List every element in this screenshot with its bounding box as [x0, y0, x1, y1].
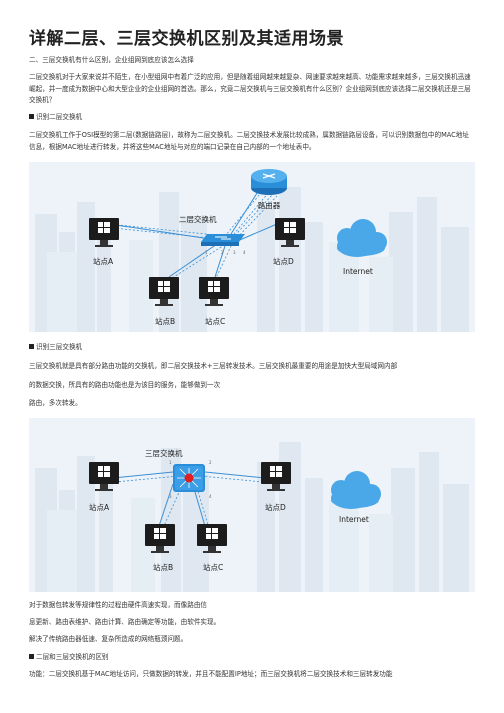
heading-l2-text: 识别二层交换机 [36, 113, 83, 121]
monitor-icon-site-a [89, 462, 119, 491]
port-label: 3 [169, 494, 172, 499]
site-c-label: 站点C [205, 316, 225, 326]
monitor-icon-site-c [197, 524, 227, 553]
port-label: 2 [209, 460, 212, 465]
network-links [112, 471, 266, 527]
cloud-icon [331, 471, 381, 509]
intro-paragraph: 二层交换机对于大家来说并不陌生，在小型组网中有着广泛的应用，但是随着组网越来越复… [29, 73, 471, 105]
diff-paragraph-line-1: 功能：二层交换机基于MAC地址访问，只做数据的转发，并且不能配置IP地址；而三层… [29, 670, 393, 678]
monitor-icon-site-d [261, 462, 291, 491]
internet-label: Internet [339, 515, 369, 524]
page-title: 详解二层、三层交换机区别及其适用场景 [29, 29, 344, 49]
switch-label: 二层交换机 [179, 214, 217, 224]
after-paragraph-line-1: 对于数据包转发等规律性的过程由硬件高速实现，而像路由信 [29, 601, 208, 609]
site-c-label: 站点C [203, 562, 223, 572]
port-label: 4 [243, 250, 246, 255]
l3-paragraph-line-2: 的数据交换，所具有的路由功能也是为该目的服务，能够做到一次 [29, 381, 221, 389]
port-label: 4 [209, 494, 212, 499]
cloud-icon [337, 219, 387, 257]
site-d-label: 站点D [265, 502, 286, 512]
heading-diff-text: 二层和三层交换机的区别 [36, 653, 109, 661]
port-label: 2 [221, 250, 224, 255]
router-icon [251, 169, 287, 195]
bullet-square-icon [29, 114, 34, 119]
monitor-icon-site-b [145, 524, 175, 553]
after-paragraph-line-2: 息更新、路由表维护、路由计算、路由确定等功能，由软件实现。 [29, 618, 221, 626]
site-a-label: 站点A [93, 256, 114, 266]
heading-l2: 识别二层交换机 [29, 112, 474, 124]
heading-l3-text: 识别三层交换机 [36, 343, 83, 351]
after-paragraph-line-3: 解决了传统路由器低速、复杂所造成的网络瓶颈问题。 [29, 635, 188, 643]
article-subtitle: 二、三层交换机有什么区别，企业组网到底应该怎么选择 [29, 56, 194, 64]
port-label: 3 [233, 250, 236, 255]
site-b-label: 站点B [153, 562, 173, 572]
l3-paragraph-line-3: 路由，多次转发。 [29, 399, 82, 407]
site-a-label: 站点A [89, 502, 110, 512]
switch-label: 三层交换机 [145, 448, 183, 458]
l2-paragraph: 二层交换机工作于OSI模型的第二层(数据链路层)，故称为二层交换机。二层交换技术… [29, 131, 469, 151]
l3-switch-icon [173, 464, 205, 492]
monitor-icon-site-b [149, 277, 179, 306]
figure-l2-switch: 路由器 二层交换机 1 2 3 4 站点A [29, 162, 475, 332]
heading-diff: 二层和三层交换机的区别 [29, 652, 474, 664]
site-b-label: 站点B [155, 316, 175, 326]
l3-paragraph-line-1: 三层交换机就是具有部分路由功能的交换机，即二层交换技术+三层转发技术。三层交换机… [29, 362, 398, 370]
site-d-label: 站点D [273, 256, 294, 266]
core-dot-icon [184, 473, 194, 483]
bullet-square-icon [29, 654, 34, 659]
monitor-icon-site-a [89, 218, 119, 247]
bullet-square-icon [29, 344, 34, 349]
port-label: 1 [205, 250, 208, 255]
monitor-icon-site-c [199, 277, 229, 306]
port-label: 1 [169, 460, 172, 465]
router-label: 路由器 [258, 200, 281, 210]
network-links [108, 189, 278, 278]
monitor-icon-site-d [275, 218, 305, 247]
figure-l3-switch: 三层交换机 1 2 3 4 站点A [29, 418, 475, 592]
heading-l3: 识别三层交换机 [29, 342, 474, 354]
internet-label: Internet [343, 267, 373, 276]
switch-icon [201, 234, 245, 246]
